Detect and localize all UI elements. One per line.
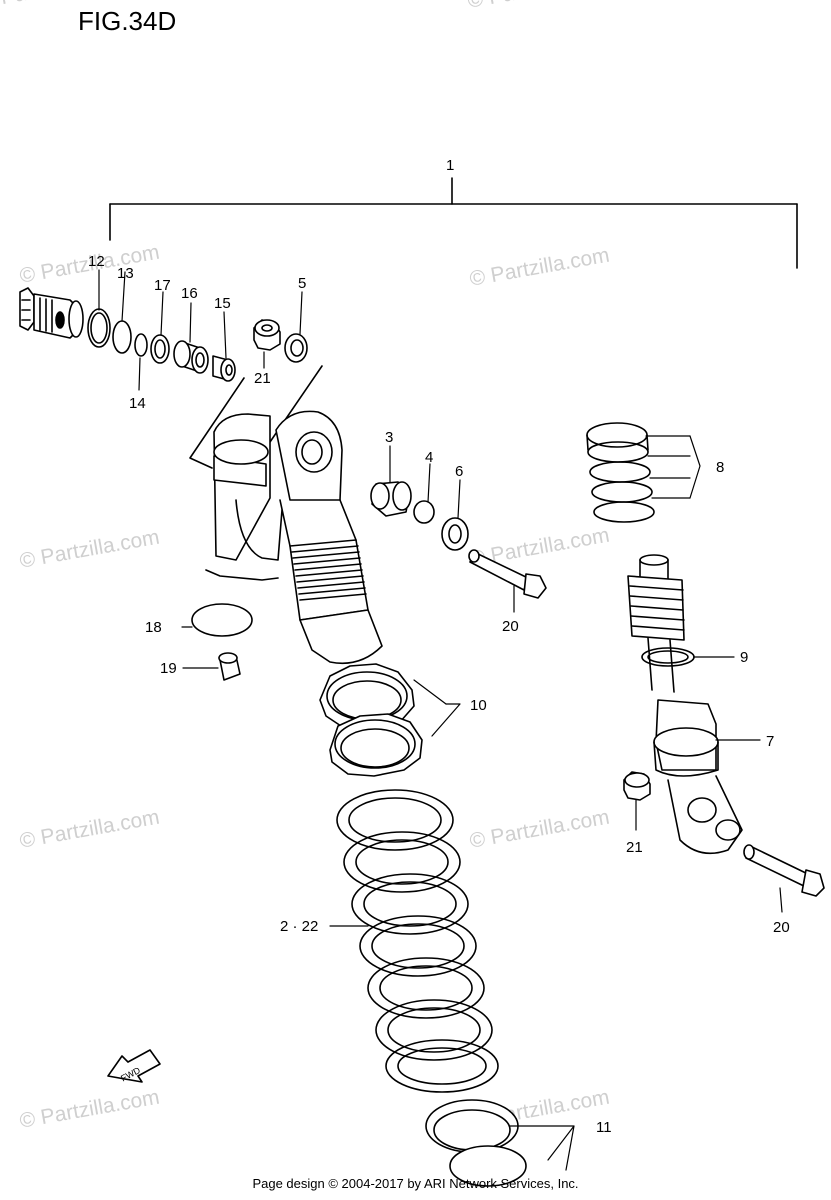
clevis-7 <box>653 699 743 855</box>
seal-6 <box>441 517 469 551</box>
callout-20-lower: 20 <box>773 919 790 936</box>
callout-2-22: 2 · 22 <box>280 918 318 935</box>
callout-4: 4 <box>425 449 433 466</box>
collar-15 <box>212 355 236 382</box>
bolt-20-lower <box>743 844 825 897</box>
lock-nut-10 <box>319 663 423 777</box>
washer-5 <box>284 333 308 363</box>
callout-8: 8 <box>716 459 724 476</box>
callout-15: 15 <box>214 295 231 312</box>
leader-lines <box>98 269 783 1171</box>
cap-19 <box>218 652 241 681</box>
callout-labels: 1 12 13 14 17 16 15 21 5 3 4 6 20 18 19 … <box>88 157 790 1136</box>
callout-6: 6 <box>455 463 463 480</box>
callout-11: 11 <box>596 1119 612 1136</box>
callout-3: 3 <box>385 429 393 446</box>
callout-20-upper: 20 <box>502 618 519 635</box>
shock-body <box>189 365 383 665</box>
callout-14: 14 <box>129 395 146 412</box>
rod-top <box>627 554 685 693</box>
callout-18: 18 <box>145 619 162 636</box>
callout-13: 13 <box>117 265 134 282</box>
bump-rubber-8 <box>586 422 655 523</box>
o-ring-14 <box>134 333 148 357</box>
nut-21-lower <box>623 771 651 801</box>
callout-12: 12 <box>88 253 105 270</box>
callout-21-upper: 21 <box>254 370 271 387</box>
ring-13b <box>112 320 132 354</box>
bushing-3 <box>370 481 412 517</box>
nut-21-upper <box>253 319 281 351</box>
callout-10: 10 <box>470 697 487 714</box>
assembly-bracket <box>109 177 798 269</box>
callout-19: 19 <box>160 660 177 677</box>
washer-17 <box>150 334 170 364</box>
coil-spring <box>336 789 499 1093</box>
figure-title: FIG.34D <box>78 6 177 36</box>
cap-18 <box>191 603 253 637</box>
callout-1: 1 <box>446 157 454 174</box>
callout-5: 5 <box>298 275 306 292</box>
o-ring-4 <box>413 500 435 524</box>
bushing-16 <box>173 340 209 374</box>
page-footer: Page design © 2004-2017 by ARI Network S… <box>252 1176 579 1191</box>
callout-17: 17 <box>154 277 171 294</box>
callout-16: 16 <box>181 285 198 302</box>
callout-9: 9 <box>740 649 748 666</box>
fwd-arrow-icon: FWD <box>107 1049 161 1084</box>
callout-21-lower: 21 <box>626 839 643 856</box>
callout-7: 7 <box>766 733 774 750</box>
bolt-20-upper <box>468 549 547 599</box>
reservoir-cap <box>19 287 84 339</box>
spring-seat-11 <box>425 1099 527 1187</box>
